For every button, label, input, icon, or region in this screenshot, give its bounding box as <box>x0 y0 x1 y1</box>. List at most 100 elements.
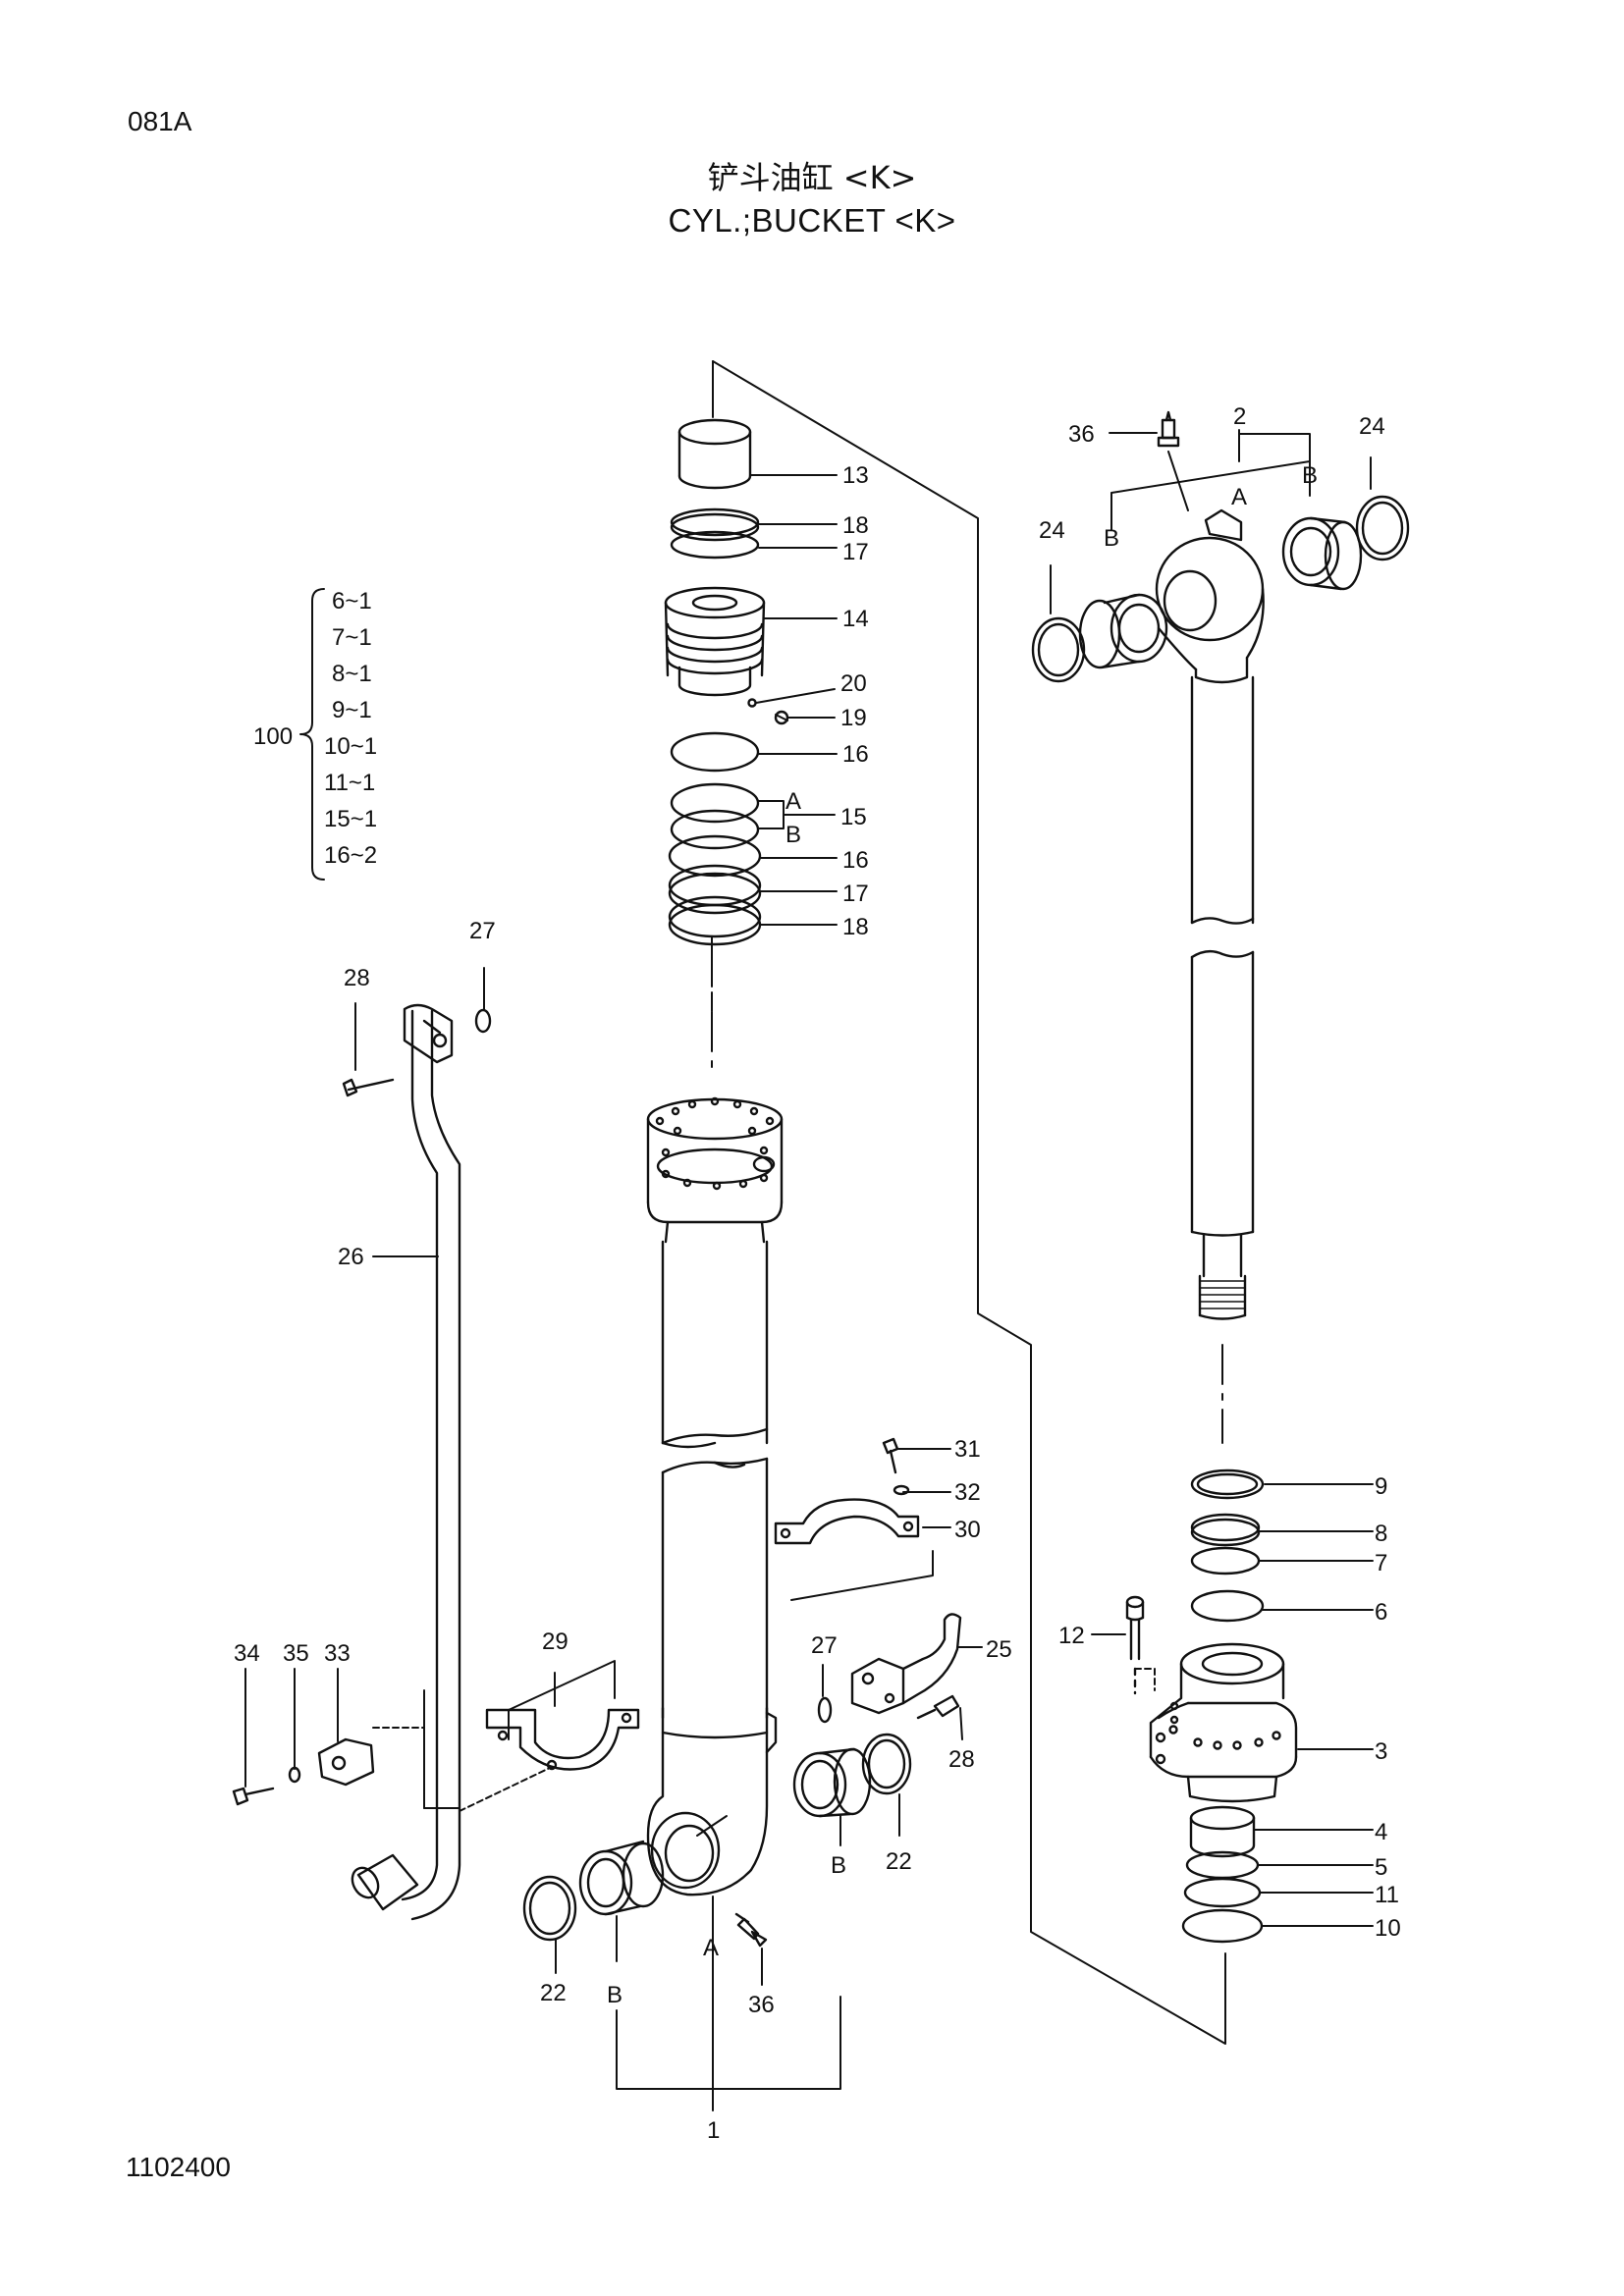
cylinder-tube-1 <box>646 1096 784 1896</box>
callout-4: 4 <box>1375 1819 1387 1845</box>
bushing-b-right <box>792 1747 872 1818</box>
page-code: 081A <box>128 106 192 136</box>
callout-33: 33 <box>324 1640 351 1667</box>
letter-b: B <box>1104 525 1119 552</box>
callout-16: 16 <box>842 741 869 768</box>
bushing-b-rod-right <box>1281 516 1363 591</box>
callout-30: 30 <box>954 1517 981 1543</box>
callout-24: 24 <box>1039 517 1065 544</box>
ring-8 <box>1190 1513 1261 1542</box>
ring-18-lower-b <box>668 903 762 946</box>
ring-16-lower <box>668 834 762 878</box>
spacer-33 <box>317 1737 375 1787</box>
ring-6 <box>1190 1589 1265 1623</box>
callout-5: 5 <box>1375 1854 1387 1881</box>
callout-7: 7 <box>1375 1550 1387 1576</box>
ball-20 <box>747 698 757 708</box>
callout-22: 22 <box>886 1848 912 1875</box>
callout-25: 25 <box>986 1636 1012 1663</box>
figure-number: 1102400 <box>126 2152 231 2182</box>
callout-32: 32 <box>954 1479 981 1506</box>
letter-b: B <box>607 1982 623 2008</box>
callout-19: 19 <box>840 705 867 731</box>
bushing-b-rod-left <box>1078 593 1168 669</box>
callout-16: 16 <box>842 847 869 874</box>
callout-17: 17 <box>842 881 869 907</box>
kit-item: 10~1 <box>324 733 377 760</box>
letter-b: B <box>785 822 801 848</box>
bolt-28-pipe <box>342 1078 395 1097</box>
ring-7 <box>1190 1546 1261 1575</box>
letter-a: A <box>703 1935 719 1961</box>
washer-32 <box>893 1484 910 1496</box>
callout-24: 24 <box>1359 413 1385 440</box>
letter-a: A <box>785 788 801 815</box>
seal-22-left <box>522 1875 577 1942</box>
seal-15a <box>670 782 760 824</box>
bolt-12 <box>1125 1595 1145 1695</box>
callout-34: 34 <box>234 1640 260 1667</box>
ring-17-lower <box>668 864 762 907</box>
kit-brace <box>299 588 325 881</box>
callout-20: 20 <box>840 670 867 697</box>
callout-3: 3 <box>1375 1738 1387 1765</box>
callout-18: 18 <box>842 512 869 539</box>
bushing-4 <box>1189 1805 1256 1858</box>
leader-lines <box>244 360 1374 2111</box>
letter-b: B <box>1302 462 1318 489</box>
ring-18-top <box>670 507 760 542</box>
seal-24-left <box>1031 616 1086 683</box>
o-ring-27-elbow <box>817 1696 833 1724</box>
callout-8: 8 <box>1375 1521 1387 1547</box>
piston-nut-14 <box>664 586 766 697</box>
kit-item: 15~1 <box>324 806 377 832</box>
grease-nipple-36-top <box>1157 410 1180 448</box>
elbow-pipe-25 <box>850 1613 962 1715</box>
o-ring-27-pipe <box>474 1008 492 1034</box>
callout-29: 29 <box>542 1629 568 1655</box>
ring-17-lower-b <box>668 872 762 915</box>
callout-13: 13 <box>842 462 869 489</box>
callout-22: 22 <box>540 1980 567 2006</box>
callout-17: 17 <box>842 539 869 565</box>
callout-1: 1 <box>707 2117 720 2144</box>
bushing-b-left <box>578 1840 665 1916</box>
piston-rod-2 <box>1155 508 1265 1444</box>
callout-15: 15 <box>840 804 867 830</box>
ring-11 <box>1183 1877 1262 1908</box>
callout-10: 10 <box>1375 1915 1401 1942</box>
seal-24-right <box>1355 495 1410 561</box>
kit-item: 7~1 <box>332 624 372 651</box>
callout-36: 36 <box>1068 421 1095 448</box>
diagram-title-english: CYL.;BUCKET <K> <box>668 202 956 239</box>
seal-9 <box>1190 1468 1265 1500</box>
callout-14: 14 <box>842 606 869 632</box>
callout-27: 27 <box>811 1632 838 1659</box>
piston-assembly <box>664 418 789 1076</box>
band-30 <box>774 1498 920 1545</box>
letter-a: A <box>1231 484 1247 510</box>
rod-cover-3 <box>1149 1642 1298 1803</box>
callout-28: 28 <box>948 1746 975 1773</box>
bolt-34 <box>232 1787 275 1806</box>
seal-22-right <box>861 1733 912 1795</box>
kit-number: 100 <box>253 723 293 750</box>
diagram-title-chinese: 铲斗油缸 <K> <box>707 159 917 196</box>
callout-6: 6 <box>1375 1599 1387 1626</box>
pipe-26 <box>351 1003 461 1921</box>
callout-27: 27 <box>469 918 496 944</box>
bolt-31 <box>882 1437 899 1474</box>
callout-35: 35 <box>283 1640 309 1667</box>
ring-16-top <box>670 731 760 773</box>
ring-17-top <box>670 530 760 560</box>
callout-28: 28 <box>344 965 370 991</box>
kit-item: 8~1 <box>332 661 372 687</box>
callout-11: 11 <box>1375 1882 1399 1908</box>
callout-2: 2 <box>1233 403 1246 430</box>
callout-26: 26 <box>338 1244 364 1270</box>
kit-100-group: 100 6~1 7~1 8~1 9~1 10~1 11~1 15~1 16~2 <box>253 588 377 881</box>
kit-item: 11~1 <box>324 770 375 796</box>
band-29 <box>485 1708 640 1771</box>
ring-10 <box>1181 1908 1264 1944</box>
